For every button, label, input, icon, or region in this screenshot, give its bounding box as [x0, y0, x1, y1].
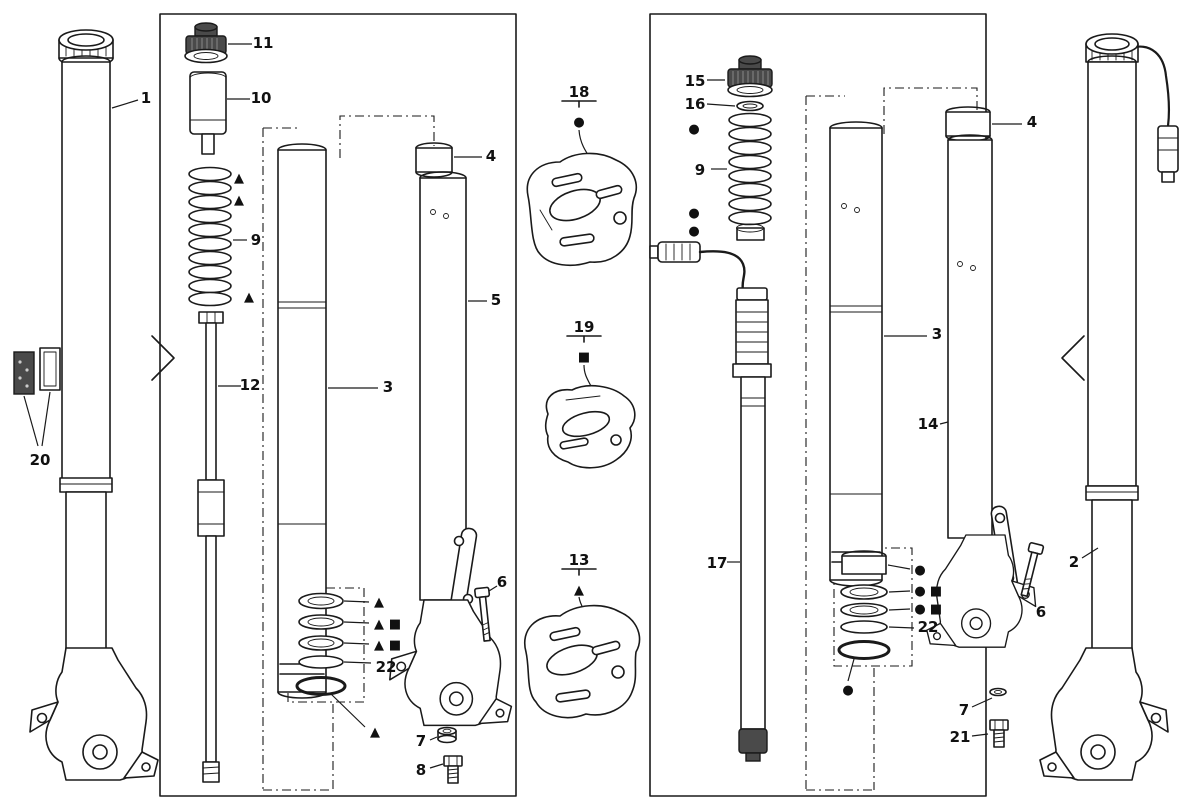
callout-22: 22 [376, 658, 397, 676]
callout-8: 8 [416, 761, 426, 779]
kit-marker-triangle-icon: ▲ [244, 290, 254, 305]
callout-9: 9 [695, 161, 705, 179]
part-18-clamp: 18 ● [526, 83, 638, 267]
right-fork-assembly: 2 [1039, 33, 1179, 781]
part-16-ring: 16 ● [685, 95, 764, 137]
part-15-fork-cap: 15 [685, 55, 773, 98]
kit-marker-circle-icon: ● [914, 602, 925, 617]
callout-12: 12 [240, 376, 261, 394]
kit-marker-circle-icon: ● [688, 206, 699, 221]
callout-6: 6 [1036, 603, 1046, 621]
kit-marker-square-icon: ■ [578, 350, 590, 365]
kit-marker-triangle-icon: ▲ [574, 583, 584, 598]
seal-stack-left: ▲ ▲ ■ ▲ ■ 22 ▲ [295, 592, 401, 740]
callout-4: 4 [1027, 113, 1037, 131]
callout-3: 3 [932, 325, 942, 343]
part-11-fork-cap: 11 [184, 22, 274, 64]
callout-11: 11 [253, 34, 274, 52]
part-3-inner-tube-left: 3 [277, 143, 393, 699]
callout-18: 18 [569, 83, 590, 101]
part-21-bolt: 21 [950, 719, 1009, 748]
kit-marker-triangle-icon: ▲ [374, 617, 384, 632]
kit-marker-circle-icon: ● [842, 683, 853, 698]
callout-16: 16 [685, 95, 706, 113]
part-19-clamp: 19 ■ [544, 318, 636, 469]
part-7-washer-right: 7 [959, 687, 1007, 719]
seal-stack-right: ● ● ■ ● ■ 22 ● [837, 550, 942, 698]
callout-7: 7 [416, 732, 426, 750]
kit-marker-circle-icon: ● [688, 224, 699, 239]
left-exploded-box [159, 13, 517, 797]
part-4-bushing-left: 4 [415, 142, 496, 178]
part-13-clamp: 13 ▲ [523, 551, 641, 719]
kit-marker-triangle-icon: ▲ [370, 725, 380, 740]
callout-20: 20 [30, 451, 51, 469]
part-20-pads: 20 [13, 347, 61, 469]
part-6-screw-right: 6 [1016, 541, 1046, 621]
callout-5: 5 [491, 291, 501, 309]
callout-14: 14 [918, 415, 939, 433]
callout-3: 3 [383, 378, 393, 396]
part-10-cartridge: 10 [189, 71, 272, 155]
callout-19: 19 [574, 318, 595, 336]
callout-1: 1 [141, 89, 151, 107]
callout-17: 17 [707, 554, 728, 572]
callout-10: 10 [251, 89, 272, 107]
callout-7: 7 [959, 701, 969, 719]
part-14-outer-tube: 14 [918, 134, 1037, 648]
part-8-bolt: 8 [416, 755, 463, 784]
part-7-washer-left: 7 [416, 726, 457, 750]
callout-6: 6 [497, 573, 507, 591]
callout-4: 4 [486, 147, 496, 165]
part-3-inner-tube-right: 3 [829, 121, 942, 587]
kit-marker-circle-icon: ● [573, 115, 584, 130]
kit-marker-square-icon: ■ [930, 602, 942, 617]
callout-9: 9 [251, 231, 261, 249]
kit-marker-square-icon: ■ [930, 584, 942, 599]
callout-13: 13 [569, 551, 590, 569]
part-12-damper-rod: 12 [197, 311, 261, 783]
sensor-cable [1128, 45, 1171, 128]
kit-marker-triangle-icon: ▲ [234, 171, 244, 186]
part-9-spring-left: 9 ▲ ▲ ▲ [188, 166, 261, 307]
kit-marker-square-icon: ■ [389, 617, 401, 632]
kit-marker-circle-icon: ● [914, 563, 925, 578]
kit-marker-circle-icon: ● [688, 122, 699, 137]
callout-21: 21 [950, 728, 971, 746]
callout-15: 15 [685, 72, 706, 90]
kit-marker-triangle-icon: ▲ [374, 595, 384, 610]
kit-marker-square-icon: ■ [389, 638, 401, 653]
kit-marker-circle-icon: ● [914, 584, 925, 599]
kit-marker-triangle-icon: ▲ [234, 193, 244, 208]
kit-marker-triangle-icon: ▲ [374, 638, 384, 653]
callout-22: 22 [918, 618, 939, 636]
assembly-chevron-left [151, 335, 175, 381]
part-6-screw-left: 6 [473, 573, 507, 643]
right-exploded-box [649, 13, 987, 797]
assembly-chevron-right [1061, 335, 1085, 381]
left-fork-assembly: 1 [29, 29, 175, 781]
part-9-spring-right: 9 ● ● [688, 112, 772, 241]
part-4-bushing-right: 4 [945, 106, 1037, 142]
part-17-cartridge-with-sensor: 17 [649, 241, 772, 762]
callout-2: 2 [1069, 553, 1079, 571]
part-5-outer-tube: 5 [389, 171, 513, 727]
